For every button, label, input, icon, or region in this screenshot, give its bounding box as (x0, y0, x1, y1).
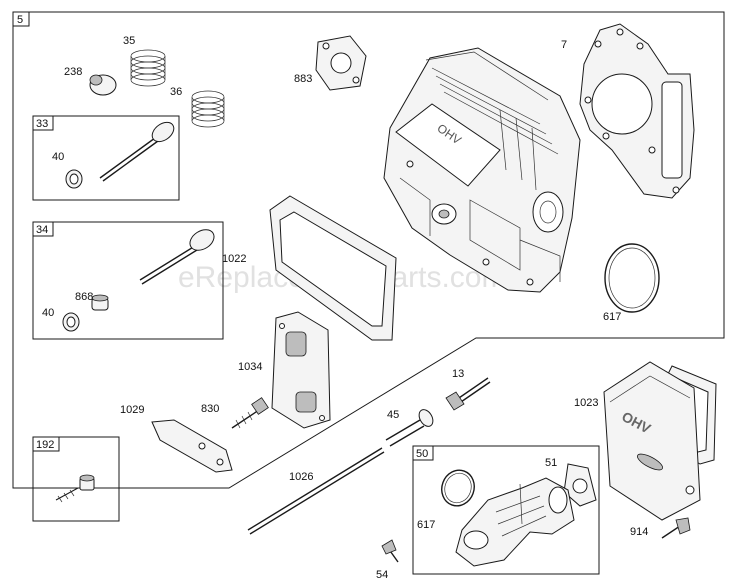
group-192-label[interactable]: 192 (36, 439, 54, 451)
screw-914[interactable] (661, 517, 691, 539)
group-5-frame: 5 (12, 11, 725, 489)
group-34-box: 34 (32, 221, 224, 340)
push-rod-1026[interactable] (247, 447, 385, 535)
valve-spring-35[interactable] (130, 49, 166, 87)
label-617a[interactable]: 617 (603, 311, 621, 323)
intake-manifold-50[interactable] (455, 477, 575, 567)
rocker-arm-1029[interactable] (151, 419, 233, 473)
rocker-gasket-1022a[interactable] (269, 195, 397, 341)
valve-keeper-40a[interactable] (65, 169, 83, 189)
label-1034[interactable]: 1034 (238, 361, 262, 373)
label-238[interactable]: 238 (64, 66, 82, 78)
exhaust-valve[interactable] (99, 118, 177, 182)
o-ring-617b[interactable] (437, 466, 479, 511)
label-45[interactable]: 45 (387, 409, 399, 421)
label-1026[interactable]: 1026 (289, 471, 313, 483)
head-gasket-7[interactable] (579, 23, 695, 199)
label-883[interactable]: 883 (294, 73, 312, 85)
group-50-label[interactable]: 50 (416, 448, 428, 460)
tappet-45[interactable] (385, 407, 436, 447)
label-914[interactable]: 914 (630, 526, 648, 538)
label-868[interactable]: 868 (75, 291, 93, 303)
group-5-label[interactable]: 5 (17, 14, 23, 26)
label-13[interactable]: 13 (452, 368, 464, 380)
group-192-box: 192 (32, 436, 120, 522)
cylinder-head[interactable]: OHV (383, 47, 581, 293)
rocker-stud-830[interactable] (231, 397, 269, 429)
label-617b[interactable]: 617 (417, 519, 435, 531)
label-54[interactable]: 54 (376, 569, 388, 581)
label-40b[interactable]: 40 (42, 307, 54, 319)
label-35[interactable]: 35 (123, 35, 135, 47)
label-40a[interactable]: 40 (52, 151, 64, 163)
rocker-cover-1023[interactable]: OHV (603, 361, 701, 521)
gasket-883[interactable] (315, 35, 367, 91)
intake-valve[interactable] (139, 225, 218, 285)
group-33-label[interactable]: 33 (36, 118, 48, 130)
valve-seal-868[interactable] (91, 294, 109, 311)
group-33-box: 33 (32, 115, 180, 201)
label-36[interactable]: 36 (170, 86, 182, 98)
group-34-label[interactable]: 34 (36, 224, 48, 236)
valve-spring-36[interactable] (191, 90, 225, 128)
fitting-192[interactable] (55, 474, 95, 503)
label-1023[interactable]: 1023 (574, 397, 598, 409)
label-1022a[interactable]: 1022 (222, 253, 246, 265)
valve-cap-238[interactable] (89, 74, 117, 96)
label-830[interactable]: 830 (201, 403, 219, 415)
label-51[interactable]: 51 (545, 457, 557, 469)
screw-54[interactable] (381, 539, 399, 563)
group-50-box: 50 (412, 445, 600, 575)
label-1029[interactable]: 1029 (120, 404, 144, 416)
breather-plate-1034[interactable] (271, 311, 331, 429)
manifold-gasket-51[interactable] (563, 463, 597, 507)
label-7[interactable]: 7 (561, 39, 567, 51)
valve-keeper-40b[interactable] (62, 312, 80, 332)
o-ring-617a[interactable] (604, 243, 660, 313)
bolt-13[interactable] (445, 377, 491, 411)
